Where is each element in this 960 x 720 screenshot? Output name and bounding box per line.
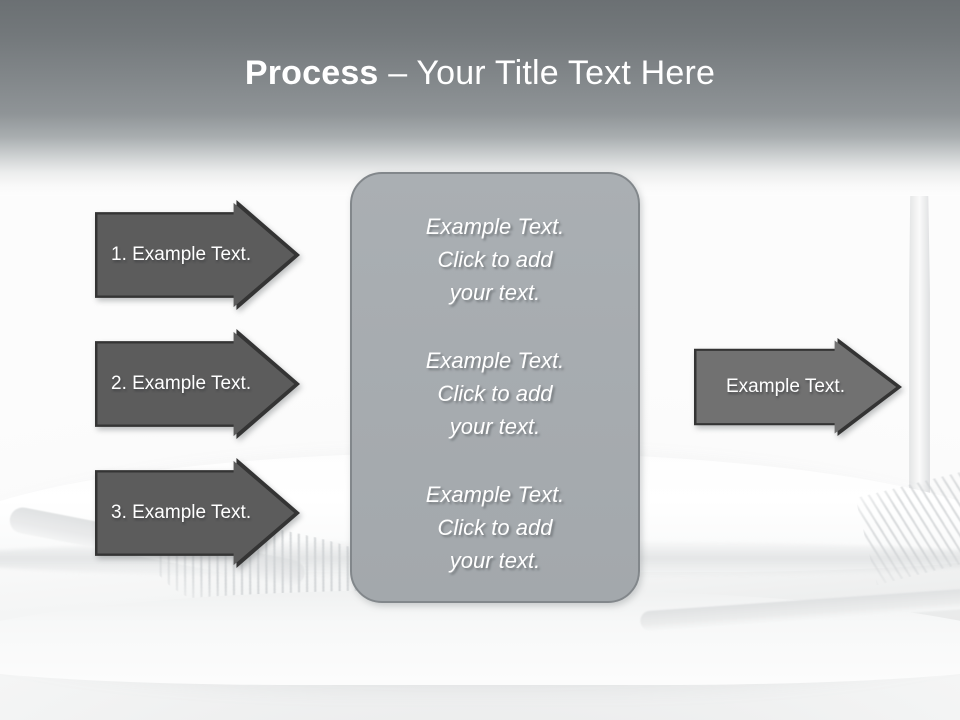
input-arrow-3-label: 3. Example Text. — [111, 502, 252, 523]
page-title-bold: Process — [244, 54, 379, 92]
output-arrow-label: Example Text. — [726, 376, 845, 397]
title-band: Process – Your Title Text Here — [0, 0, 960, 196]
page-title-rest: – Your Title Text Here — [378, 54, 716, 92]
input-arrow-2-label: 2. Example Text. — [111, 373, 252, 394]
input-arrow-1-label: 1. Example Text. — [111, 244, 252, 265]
panel-text-block-1[interactable]: Example Text. Click to add your text. — [425, 214, 565, 305]
center-process-panel[interactable]: Example Text. Click to add your text. Ex… — [350, 172, 640, 603]
page-title: Process – Your Title Text Here — [0, 52, 960, 94]
panel-text-block-3[interactable]: Example Text. Click to add your text. — [425, 482, 565, 573]
input-arrow-1[interactable]: 1. Example Text. — [95, 200, 300, 310]
panel-text-block-2[interactable]: Example Text. Click to add your text. — [425, 348, 565, 439]
input-arrow-2[interactable]: 2. Example Text. — [95, 329, 300, 439]
router-antenna-right-icon — [909, 112, 930, 507]
input-arrow-3[interactable]: 3. Example Text. — [95, 458, 300, 568]
output-arrow[interactable]: Example Text. — [694, 338, 902, 436]
